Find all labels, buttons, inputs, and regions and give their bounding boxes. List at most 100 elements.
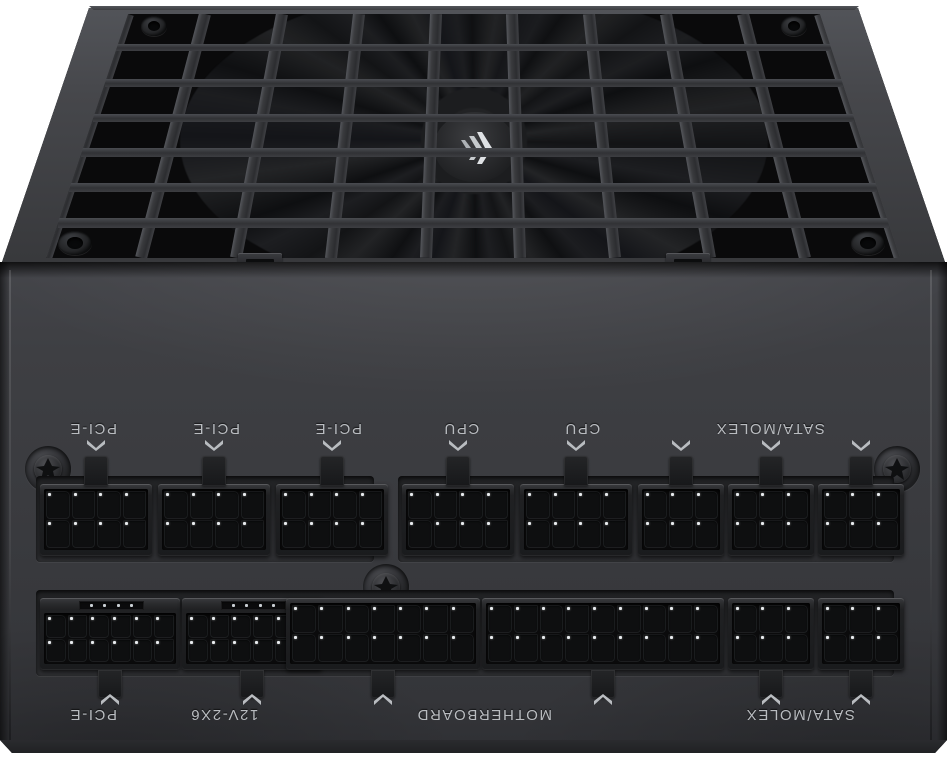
connector-pin	[824, 634, 848, 662]
pin-key-dot	[593, 636, 597, 639]
pin-key-dot	[320, 607, 324, 610]
connector-socket[interactable]	[40, 598, 180, 670]
connector-pin	[616, 605, 641, 633]
connector-pin	[551, 520, 575, 548]
connector-pin	[824, 605, 848, 633]
connector-pin	[484, 491, 508, 519]
connector-socket[interactable]	[482, 598, 724, 670]
connector-socket[interactable]	[818, 484, 904, 556]
pin-key-dot	[284, 493, 287, 496]
pin-key-dot	[124, 522, 128, 525]
connector-pin	[874, 520, 898, 548]
pin-key-dot	[217, 522, 220, 525]
pin-key-dot	[567, 636, 571, 639]
pin-key-dot	[276, 617, 280, 620]
connector-pin-row	[292, 605, 474, 633]
pin-key-dot	[294, 636, 297, 639]
connector-pin-row	[282, 491, 382, 519]
pin-key-dot	[191, 493, 195, 496]
connector-pin	[602, 491, 626, 519]
orientation-chevron-icon	[447, 438, 469, 451]
pin-key-dot	[528, 522, 531, 525]
connector-pin	[577, 491, 601, 519]
grille-horizontal-bar	[92, 113, 855, 122]
connector-pin	[164, 520, 188, 548]
connector-pin	[759, 520, 783, 548]
panel-top-shadow	[0, 262, 947, 278]
pin-key-dot	[696, 607, 700, 610]
connector-socket[interactable]	[520, 484, 632, 556]
connector-socket[interactable]	[286, 598, 480, 670]
connector-pin-row	[526, 491, 626, 519]
connector-latch-nub	[446, 456, 470, 486]
connector-pin	[318, 634, 343, 662]
pin-key-dot	[761, 607, 765, 610]
connector-label-bottom-3: SATA/MOLEX	[745, 706, 855, 723]
panel-seam-right	[930, 270, 932, 740]
grille-horizontal-bar	[69, 183, 878, 193]
connector-pin	[71, 491, 95, 519]
connector-pin	[154, 615, 175, 638]
connector-latch-nub	[759, 670, 783, 698]
connector-pin-row	[408, 491, 508, 519]
connector-pin-row	[46, 639, 175, 662]
connector-pin	[824, 491, 848, 519]
pin-key-dot	[48, 522, 51, 525]
connector-pin-row	[46, 520, 146, 548]
connector-pin-row	[46, 615, 175, 638]
connector-latch-nub	[371, 670, 395, 698]
pin-key-dot	[553, 493, 557, 496]
connector-socket[interactable]	[158, 484, 270, 556]
pin-key-dot	[579, 522, 582, 525]
pin-key-dot	[320, 636, 324, 639]
pin-key-dot	[48, 617, 51, 620]
connector-socket[interactable]	[728, 484, 814, 556]
connector-pin-row	[734, 605, 808, 633]
connector-socket[interactable]	[728, 598, 814, 670]
orientation-chevron-icon	[85, 438, 107, 451]
connector-socket[interactable]	[276, 484, 388, 556]
connector-pin	[565, 634, 590, 662]
grille-horizontal-bar	[81, 148, 866, 158]
orientation-chevron-icon	[321, 438, 343, 451]
grille-horizontal-bar	[57, 218, 889, 228]
connector-socket[interactable]	[402, 484, 514, 556]
connector-latch-nub	[202, 456, 226, 486]
pin-key-dot	[435, 493, 439, 496]
orientation-chevron-icon	[850, 694, 872, 707]
pin-key-dot	[593, 607, 597, 610]
connector-latch-nub	[849, 670, 873, 698]
connector-cavity	[280, 489, 384, 550]
connector-label-bottom-2: MOTHERBOARD	[416, 706, 552, 723]
connector-pin	[874, 634, 898, 662]
pin-key-dot	[786, 522, 790, 525]
connector-pin	[46, 615, 66, 638]
pin-key-dot	[876, 522, 880, 525]
pin-key-dot	[604, 522, 608, 525]
pin-key-dot	[876, 636, 880, 639]
grille-bars	[0, 0, 947, 272]
pin-key-dot	[515, 636, 519, 639]
connector-cavity	[406, 489, 510, 550]
connector-cavity	[44, 613, 176, 664]
pin-key-dot	[604, 493, 608, 496]
connector-pin	[231, 639, 252, 662]
pin-key-dot	[211, 617, 215, 620]
connector-pin	[539, 634, 564, 662]
connector-pin	[577, 520, 601, 548]
connector-pin	[307, 491, 331, 519]
connector-cavity	[732, 603, 810, 664]
connector-cavity	[822, 489, 900, 550]
connector-pin	[784, 491, 808, 519]
connector-pin	[307, 520, 331, 548]
connector-pin	[488, 605, 512, 633]
connector-socket[interactable]	[818, 598, 904, 670]
connector-pin	[734, 634, 758, 662]
connector-pin	[642, 605, 667, 633]
connector-pin	[849, 520, 873, 548]
pin-key-dot	[646, 493, 649, 496]
connector-socket[interactable]	[40, 484, 152, 556]
connector-socket[interactable]	[638, 484, 724, 556]
connector-pin	[849, 605, 873, 633]
connector-pin	[215, 491, 239, 519]
